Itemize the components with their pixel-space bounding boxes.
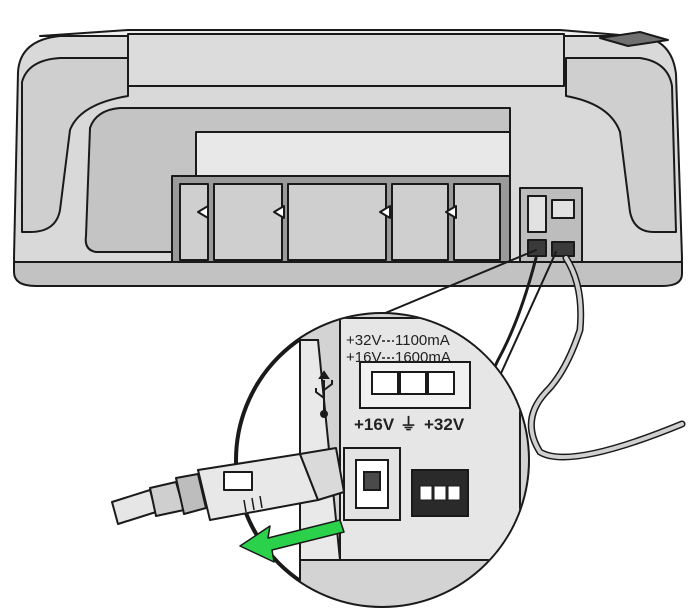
usb-plug	[111, 447, 345, 525]
usb-icon	[315, 370, 333, 418]
unplug-arrow-icon	[239, 519, 345, 563]
door-latch-icon	[197, 205, 457, 219]
current-32-label: 1100mA	[395, 332, 450, 349]
printer-body	[13, 29, 683, 287]
ground-symbol-label: ⏚	[400, 415, 417, 434]
port-left-voltage-label: +16V	[354, 415, 395, 434]
voltage-16-label: +16V	[346, 349, 381, 366]
port-right-voltage-label: +32V	[424, 415, 465, 434]
current-16-label: 1600mA	[395, 349, 451, 366]
voltage-32-label: +32V	[346, 332, 381, 349]
zoom-callout: +32V 1100mA +16V 1600mA +16V ⏚ +32V	[234, 312, 530, 608]
